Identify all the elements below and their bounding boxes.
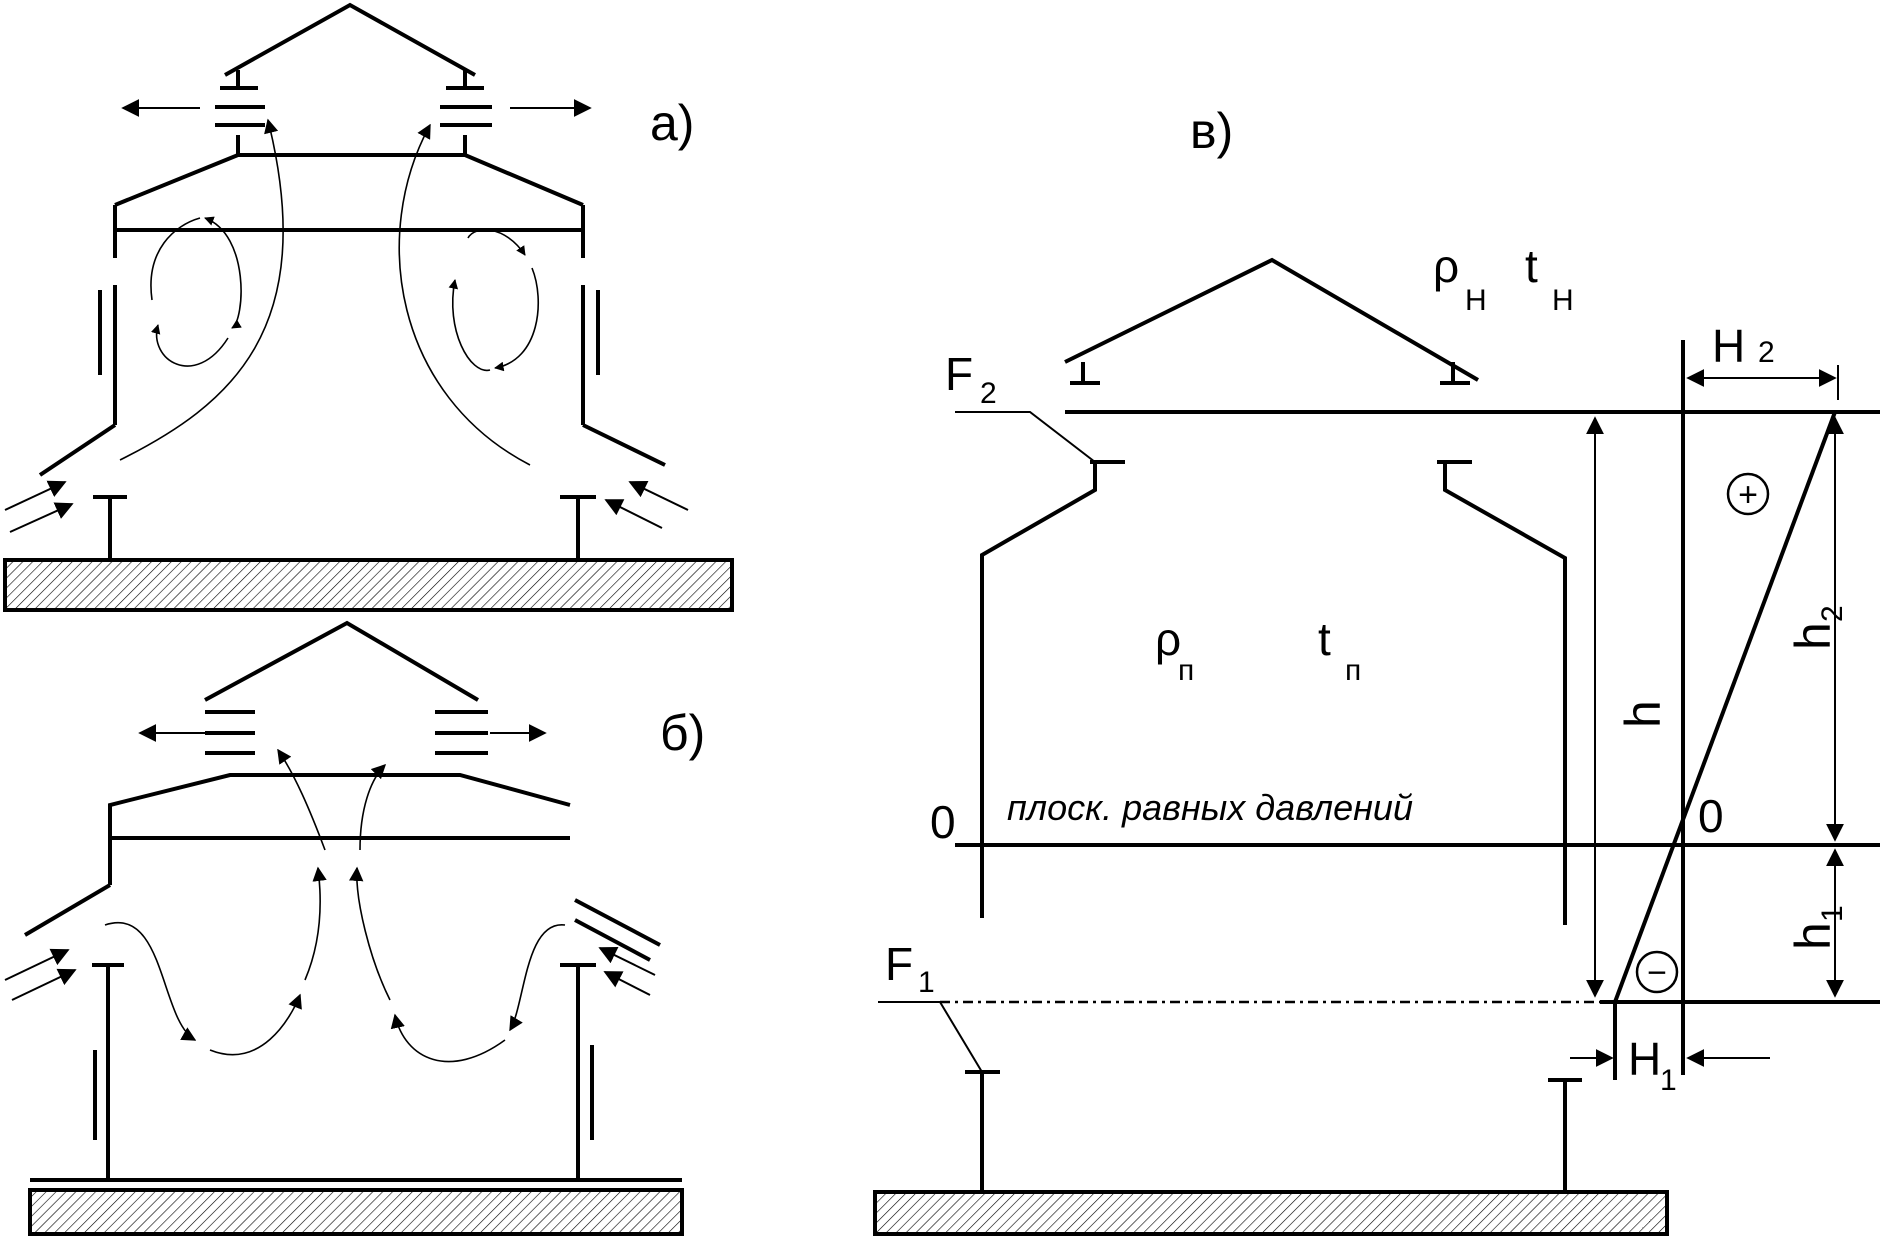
F1-label: F: [885, 938, 913, 990]
t-inside: t: [1318, 613, 1331, 665]
flow-curve-left-a: [119, 118, 284, 461]
lower-support-right-v: [1548, 1078, 1582, 1192]
svg-text:h: h: [1785, 922, 1841, 950]
H1-label: H: [1628, 1033, 1661, 1085]
intake-arrow-right-1-b: [598, 947, 656, 976]
rho-outside-sub: Н: [1465, 284, 1487, 317]
t-inside-sub: п: [1345, 654, 1361, 687]
minus-sign: −: [1647, 954, 1667, 992]
plus-circle: [1726, 472, 1770, 516]
roof-outline-b: [108, 773, 571, 810]
loop-right-b: [448, 279, 491, 372]
ground-slab-a: [3, 558, 734, 612]
flow-up-left-b: [277, 748, 326, 851]
roof-ridge-a: [224, 2, 476, 77]
roof-ridge-b: [204, 620, 480, 702]
left-wall-v: [980, 460, 1125, 918]
panel-a: а): [3, 2, 734, 612]
h1-label: h 1: [1785, 905, 1849, 950]
flow-loop-right-b: [509, 924, 566, 1032]
intake-arrow-left-2-a: [9, 502, 74, 533]
equal-pressure-plane-label: плоск. равных давлений: [1007, 787, 1413, 828]
intake-arrow-right-1-a: [628, 480, 689, 511]
intake-arrow-left-1-a: [4, 480, 67, 511]
H2-sub: 2: [1758, 336, 1775, 369]
h-label: h: [1615, 700, 1671, 728]
intake-arrow-left-2-b: [11, 968, 77, 1001]
ground-slab-v: [873, 1190, 1669, 1236]
panel-label-b: б): [660, 705, 705, 761]
right-wall-a: [560, 230, 666, 560]
pressure-slope-line: [1613, 411, 1837, 1003]
right-wall-v: [1437, 460, 1567, 925]
louver-left-b: [205, 710, 255, 755]
F1-sub: 1: [918, 966, 935, 999]
rho-outside: ρ: [1433, 240, 1459, 292]
intake-arrow-right-2-a: [604, 499, 663, 529]
left-wall-b: [92, 963, 124, 1180]
plus-sign: +: [1738, 476, 1758, 514]
svg-text:1: 1: [1816, 905, 1849, 922]
loop-left-c: [150, 217, 201, 301]
canopy-right-b: [574, 898, 661, 947]
right-wall-b: [560, 963, 596, 1180]
panel-v: в): [873, 103, 1880, 1236]
ground-slab-b: [28, 1188, 684, 1236]
lower-support-left-v: [965, 1070, 1000, 1192]
rho-inside: ρ: [1155, 613, 1181, 665]
panel-label-a: а): [650, 95, 694, 151]
panel-b: б): [4, 620, 705, 1236]
loop-right-a: [467, 229, 526, 256]
t-outside-sub: Н: [1552, 284, 1574, 317]
intake-arrow-left-1-b: [4, 948, 70, 981]
zero-right: 0: [1698, 790, 1724, 842]
H1-sub: 1: [1660, 1064, 1677, 1097]
minus-circle: [1635, 950, 1679, 994]
svg-text:h: h: [1785, 622, 1841, 650]
louver-right-b: [435, 710, 488, 755]
flow-loop-left-b: [104, 921, 197, 1041]
flow-loop-left2-b: [209, 993, 302, 1056]
F2-sub: 2: [980, 377, 997, 410]
roof-outline-a: [114, 153, 584, 207]
flow-curve-right-a: [398, 123, 531, 466]
t-outside: t: [1525, 240, 1538, 292]
canopy-left-b: [23, 883, 112, 937]
intake-arrow-right-2-b: [603, 971, 651, 996]
left-wall-a: [38, 230, 127, 560]
loop-left-a: [204, 216, 242, 329]
roof-support-left-v: [1070, 362, 1100, 385]
panel-label-v: в): [1190, 103, 1233, 159]
F2-label: F: [945, 348, 973, 400]
loop-right-c: [494, 267, 539, 372]
louver-right-a: [440, 70, 492, 155]
rho-inside-sub: п: [1178, 654, 1194, 687]
flow-up-right-b: [359, 763, 387, 851]
loop-left-b: [151, 324, 229, 367]
leader-F2: [955, 411, 1096, 463]
zero-left: 0: [930, 796, 956, 848]
h2-label: h 2: [1785, 605, 1849, 650]
louver-left-a: [215, 70, 265, 155]
flow-loop-right2-b: [390, 1013, 506, 1063]
roof-support-right-v: [1440, 362, 1470, 385]
flow-loop-right3-b: [349, 866, 391, 1001]
H2-label: H: [1712, 320, 1745, 372]
roof-ridge-v: [1064, 257, 1480, 382]
svg-text:2: 2: [1816, 605, 1849, 622]
flow-loop-left3-b: [304, 866, 327, 981]
leader-F1: [878, 1001, 983, 1073]
